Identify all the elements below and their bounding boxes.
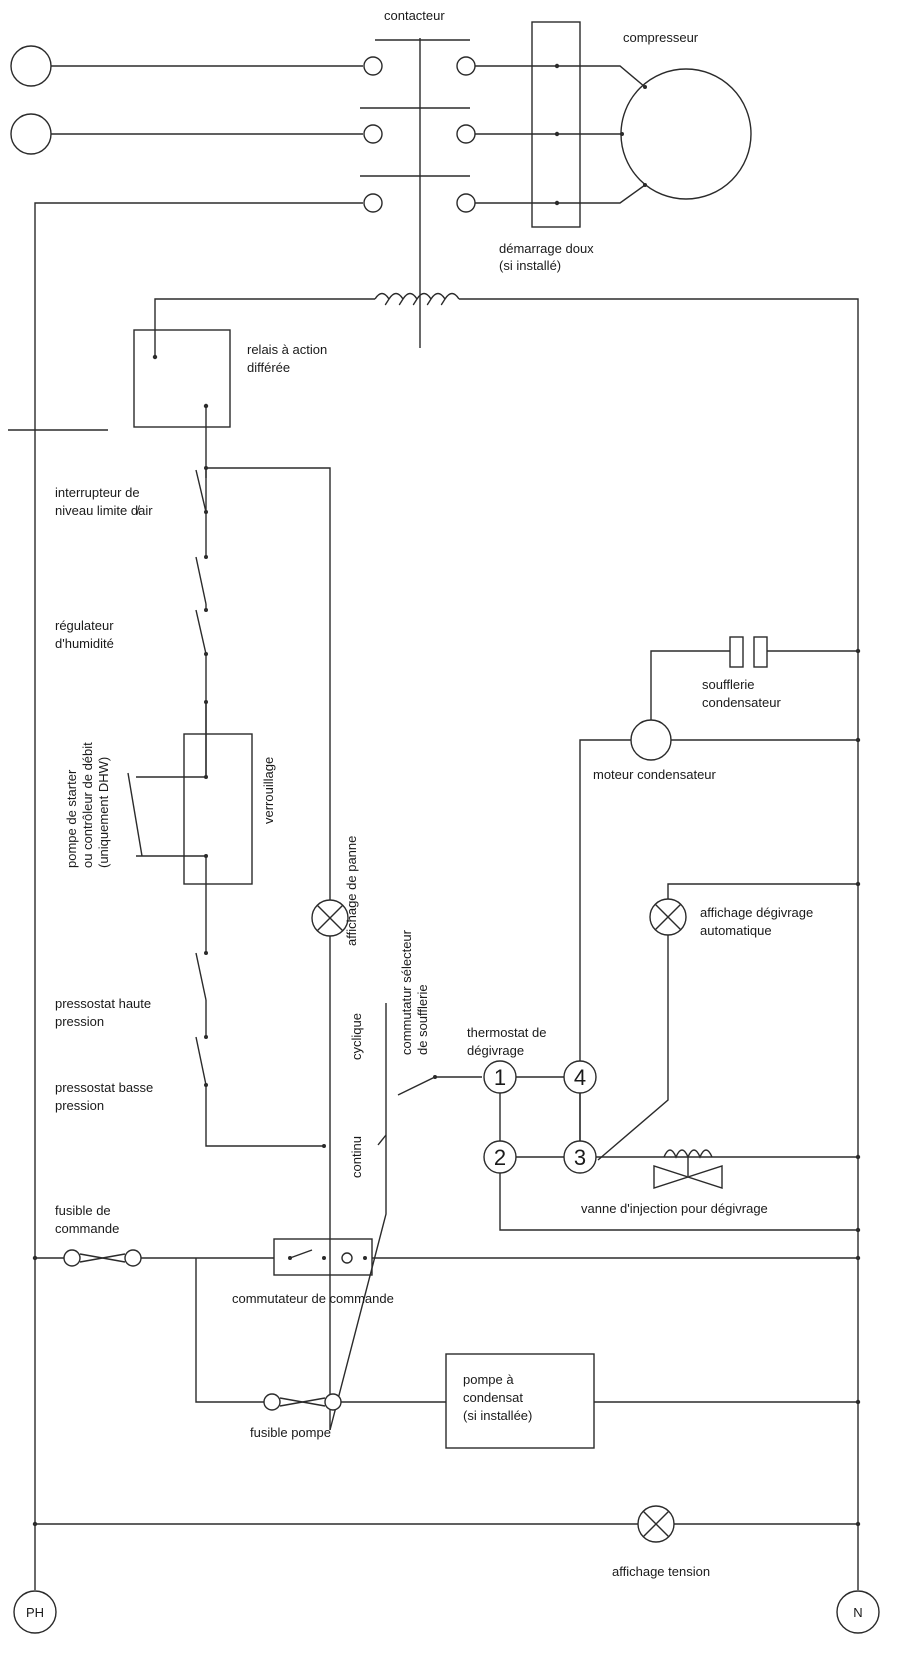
starter-pump-label-3: (uniquement DHW) [96, 757, 111, 868]
pump-branch [195, 1258, 861, 1449]
auto-defrost-lamp [597, 881, 861, 1161]
pressure-switches [195, 951, 326, 1148]
ph-terminal [13, 1590, 57, 1634]
compressor [557, 65, 752, 204]
fan-selector-label-2: de soufflerie [415, 984, 430, 1055]
condenser-fan-capacitor [650, 636, 861, 720]
control-fuse-label-2: commande [55, 1221, 119, 1236]
interlock [127, 702, 253, 953]
supply-terminals [10, 45, 52, 155]
contactor [360, 38, 476, 348]
condensate-pump-label-3: (si installée) [463, 1408, 532, 1423]
safety-chain [195, 466, 331, 1430]
air-limit-switch-label-1: interrupteur de [55, 485, 140, 500]
cyclic-label: cyclique [349, 1013, 364, 1060]
fault-lamp [311, 899, 349, 937]
control-fuse [32, 1249, 274, 1267]
terminal-1-label: 1 [494, 1065, 506, 1090]
hp-switch-label-1: pressostat haute [55, 996, 151, 1011]
fan-selector-label-1: commutatur sélecteur [399, 929, 414, 1055]
fault-display-label: affichage de panne [344, 836, 359, 946]
defrost-thermostat-label-1: thermostat de [467, 1025, 547, 1040]
n-terminal [836, 1590, 880, 1634]
compressor-label: compresseur [623, 30, 699, 45]
terminal-4-label: 4 [574, 1065, 586, 1090]
delay-relay-label-1: relais à action [247, 342, 327, 357]
supply-lines [34, 65, 363, 1590]
n-label: N [853, 1605, 862, 1620]
injection-valve-label: vanne d'injection pour dégivrage [581, 1201, 768, 1216]
terminal-2-label: 2 [494, 1145, 506, 1170]
lp-switch-label-1: pressostat basse [55, 1080, 153, 1095]
injection-valve [596, 1149, 861, 1189]
condensate-pump-label-2: condensat [463, 1390, 523, 1405]
hp-switch-label-2: pression [55, 1014, 104, 1029]
defrost-thermostat [483, 1060, 861, 1233]
soft-start-box [475, 21, 581, 228]
condensate-pump-label-1: pompe à [463, 1372, 514, 1387]
control-switch [273, 1238, 861, 1276]
air-limit-switch-label-2: niveau limite d̸air [55, 503, 153, 518]
contactor-label: contacteur [384, 8, 445, 23]
auto-defrost-label-2: automatique [700, 923, 772, 938]
soft-start-label-1: démarrage doux [499, 241, 594, 256]
contactor-coil [154, 292, 859, 1590]
fan-selector-switch [329, 1003, 482, 1431]
condenser-fan-label-1: soufflerie [702, 677, 755, 692]
condenser-motor-label: moteur condensateur [593, 767, 717, 782]
interlock-label: verrouillage [261, 757, 276, 824]
control-switch-label: commutateur de commande [232, 1291, 394, 1306]
auto-defrost-label-1: affichage dégivrage [700, 905, 813, 920]
control-fuse-label-1: fusible de [55, 1203, 111, 1218]
terminal-3-label: 3 [574, 1145, 586, 1170]
continuous-label: continu [349, 1136, 364, 1178]
humidity-regulator-label-1: régulateur [55, 618, 114, 633]
condenser-fan-label-2: condensateur [702, 695, 781, 710]
defrost-thermostat-label-2: dégivrage [467, 1043, 524, 1058]
delay-relay-label-2: différée [247, 360, 290, 375]
lp-switch-label-2: pression [55, 1098, 104, 1113]
delay-relay [8, 329, 231, 478]
voltage-lamp [32, 1505, 861, 1543]
starter-pump-label-2: ou contrôleur de débit [80, 742, 95, 868]
condenser-motor [579, 719, 861, 1160]
soft-start-label-2: (si installé) [499, 258, 561, 273]
starter-pump-label-1: pompe de starter [64, 769, 79, 868]
pump-fuse-label: fusible pompe [250, 1425, 331, 1440]
voltage-display-label: affichage tension [612, 1564, 710, 1579]
humidity-regulator-label-2: d'humidité [55, 636, 114, 651]
ph-label: PH [26, 1605, 44, 1620]
